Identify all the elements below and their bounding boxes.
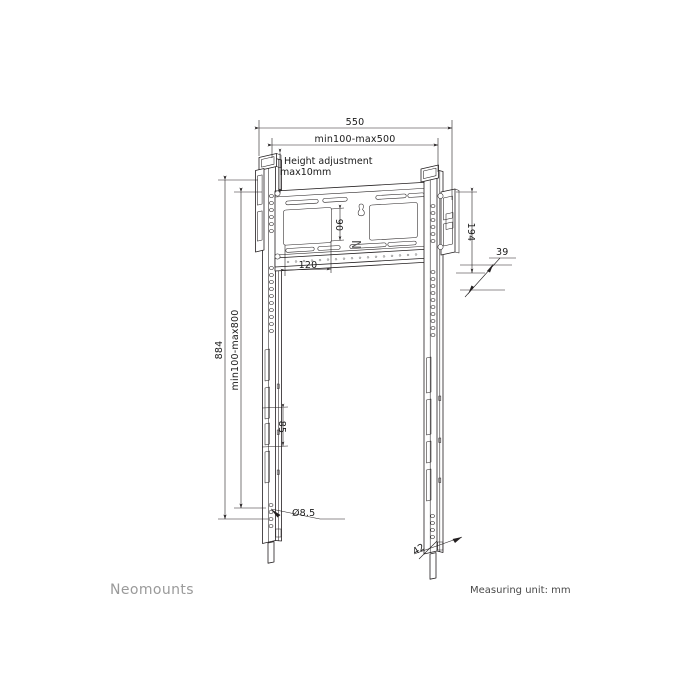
dimension-39-arrow-upper [487, 263, 494, 273]
left-side-plate [255, 168, 265, 253]
right-top-head-inner [423, 167, 437, 179]
dimension-label-85: 85 [276, 421, 287, 434]
dimension-depth-194: 194 [456, 187, 485, 274]
left-rail-face [262, 158, 276, 544]
mount-plate-bottom-rib [274, 245, 431, 256]
mount-plate-upper-slots [285, 192, 425, 206]
right-top-head [420, 164, 439, 183]
left-top-head-inner [261, 156, 275, 168]
dimension-offset-39: 39 [460, 247, 516, 298]
left-rail-bottom-tab [267, 541, 275, 564]
left-side-plate-slot-2 [257, 210, 263, 242]
note-height-adjustment-line2: max10mm [280, 167, 331, 178]
dimension-thickness-42: 42 [411, 536, 463, 560]
dimension-label-width-range: min100-max500 [315, 134, 396, 145]
dimension-39-arrow-lower [468, 285, 474, 295]
horizontal-mount-plate: N [274, 181, 431, 272]
left-side-plate-slot-1 [257, 174, 263, 206]
right-rail-hole-column-middle [430, 270, 436, 337]
mount-plate-lower-slots [285, 240, 417, 253]
right-vertical-rail [420, 164, 460, 580]
keyhole-icon [357, 203, 365, 217]
note-height-adjustment-line1: Height adjustment [284, 156, 373, 167]
dimension-label-90: 90 [333, 219, 344, 232]
dimension-label-hole-diameter: Ø8.5 [292, 508, 315, 519]
dimension-label-550: 550 [346, 117, 365, 128]
pivot-boss-bottom-left [274, 253, 281, 260]
dimension-label-194: 194 [465, 223, 476, 242]
dimension-label-884: 884 [214, 341, 225, 360]
left-rail-hole-column-bottom [268, 503, 274, 528]
mount-plate-top-rib [274, 187, 431, 198]
mount-plate-cutout-left [283, 207, 332, 246]
mount-plate-cutout-right [369, 202, 418, 241]
pivot-boss-top-left [274, 190, 281, 197]
right-mount-mechanism [437, 188, 460, 256]
dimension-hole-diameter: Ø8.5 [270, 508, 345, 520]
brand-logo-text: Neomounts [110, 582, 194, 598]
dimension-height-range: min100-max800 [230, 187, 266, 509]
right-rail-slot-group [426, 356, 432, 502]
dimension-label-height-range: min100-max800 [230, 310, 241, 391]
dimension-label-120: 120 [299, 260, 318, 271]
dimension-height-884: 884 [214, 175, 268, 520]
left-rail-small-marks [276, 383, 280, 475]
dimension-label-39: 39 [496, 247, 509, 258]
dimension-cutout-90: 90 [330, 204, 345, 242]
measuring-unit-note: Measuring unit: mm [470, 585, 571, 596]
right-rail-bottom-clip [437, 541, 444, 551]
dimension-width-range: min100-max500 [267, 134, 439, 172]
left-rail-hole-column-upper [269, 194, 274, 233]
thickness-42-arrow [452, 537, 462, 543]
mount-plate-perforation-row [286, 253, 418, 264]
left-rail-slot-group [264, 348, 270, 484]
right-rail-bottom-tab [429, 552, 437, 580]
dimension-width-550: 550 [254, 117, 453, 200]
left-rail-bottom-clip [275, 528, 282, 538]
dimension-pitch-85: 85 [261, 403, 289, 448]
left-rail-hole-column-middle [269, 266, 274, 333]
plate-logo-mark: N [349, 240, 363, 249]
right-rail-hole-column-upper [430, 204, 436, 243]
dimension-cutout-120: 120 [280, 241, 332, 276]
hole-diameter-arrow [271, 509, 281, 518]
note-height-adjustment: Height adjustment max10mm [278, 148, 373, 194]
right-rail-hole-column-bottom [430, 514, 435, 539]
right-rail-small-marks [438, 395, 442, 483]
